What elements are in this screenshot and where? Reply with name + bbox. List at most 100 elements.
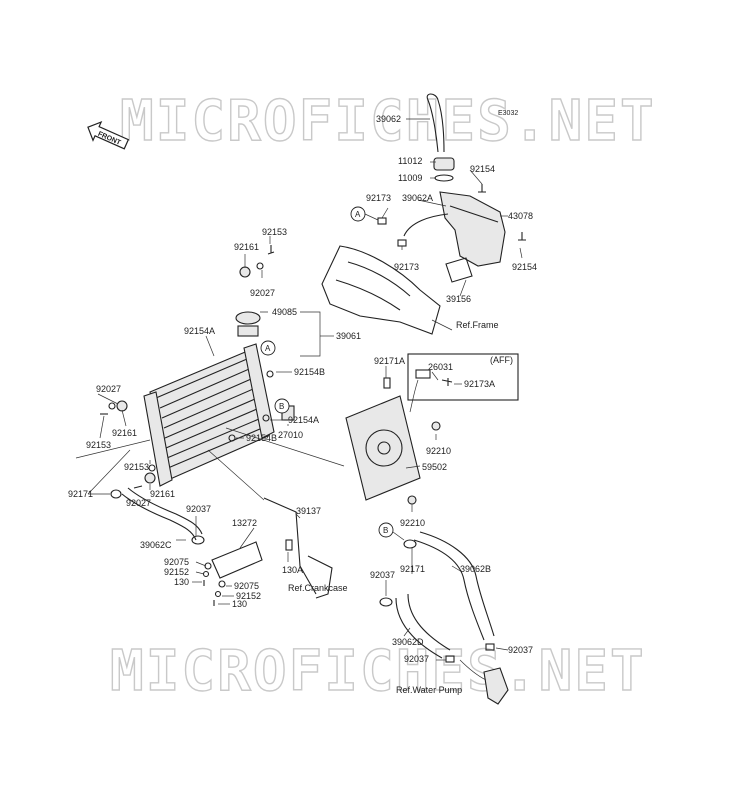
bolt-92154A-mid bbox=[262, 414, 270, 422]
clamp-92171-left bbox=[110, 489, 122, 499]
aff-box bbox=[407, 353, 519, 401]
clamp-92037-mid bbox=[379, 597, 393, 607]
crankcase-reference-part bbox=[307, 555, 333, 599]
label-92171-mid: 92171 bbox=[400, 564, 425, 574]
clamp-92171-mid bbox=[403, 539, 417, 549]
ref-frame-label: Ref.Frame bbox=[456, 320, 499, 330]
svg-text:A: A bbox=[265, 344, 271, 353]
label-92210-b: 92210 bbox=[400, 518, 425, 528]
bolt-92153-top bbox=[267, 245, 275, 255]
clamp-92171A bbox=[383, 377, 391, 389]
nut-92210-b bbox=[407, 495, 417, 505]
grommet-92161-low bbox=[144, 472, 156, 484]
diagram-code: E3032 bbox=[498, 110, 518, 117]
collar-92027-low bbox=[148, 464, 156, 472]
label-92075-b: 92075 bbox=[234, 581, 259, 591]
hose-39062D-part bbox=[395, 597, 443, 659]
label-92154A-mid: 92154A bbox=[288, 415, 319, 425]
svg-text:B: B bbox=[279, 402, 284, 411]
bolt-92154B-b bbox=[228, 434, 236, 442]
cap-gasket-part bbox=[434, 174, 454, 182]
aff-label: (AFF) bbox=[490, 355, 513, 365]
hose-39062C-part bbox=[121, 493, 197, 541]
plate-13272-part bbox=[211, 541, 263, 579]
label-130A: 130A bbox=[282, 565, 303, 575]
bolt-92154-top bbox=[478, 184, 486, 193]
frame-reference-part bbox=[321, 245, 441, 335]
label-92152-a: 92152 bbox=[164, 567, 189, 577]
label-92161-top: 92161 bbox=[234, 242, 259, 252]
label-92027-left: 92027 bbox=[96, 384, 121, 394]
marker-a-top: A bbox=[350, 206, 379, 222]
hose-39062B-part bbox=[413, 539, 485, 641]
fan-part bbox=[365, 429, 403, 467]
label-92075-a: 92075 bbox=[164, 557, 189, 567]
aff-clamp-92173A bbox=[441, 378, 453, 386]
collar-92027-left bbox=[108, 402, 116, 410]
label-39137: 39137 bbox=[296, 506, 321, 516]
marker-b-hose: B bbox=[378, 522, 405, 541]
label-92153-low: 92153 bbox=[124, 462, 149, 472]
label-92161-low: 92161 bbox=[150, 489, 175, 499]
reservoir-bracket-part bbox=[445, 257, 473, 283]
label-92027-top: 92027 bbox=[250, 288, 275, 298]
damper-92075-b bbox=[218, 580, 226, 588]
label-39156: 39156 bbox=[446, 294, 471, 304]
label-92037-low: 92037 bbox=[404, 654, 429, 664]
label-11009: 11009 bbox=[398, 173, 422, 183]
label-92154-top: 92154 bbox=[470, 164, 495, 174]
breather-hose-part bbox=[426, 93, 445, 153]
reservoir-hose-part bbox=[403, 213, 449, 237]
label-92037-right: 92037 bbox=[508, 645, 533, 655]
label-39062A: 39062A bbox=[402, 193, 433, 203]
svg-text:B: B bbox=[383, 526, 388, 535]
collar-92027-top bbox=[256, 262, 264, 270]
bolt-130A bbox=[285, 539, 293, 551]
label-13272: 13272 bbox=[232, 518, 257, 528]
marker-b-radiator: B bbox=[274, 398, 290, 414]
label-92153-top: 92153 bbox=[262, 227, 287, 237]
grommet-92161-left bbox=[116, 400, 128, 412]
label-130-b: 130 bbox=[232, 599, 247, 609]
label-92037-left: 92037 bbox=[186, 504, 211, 514]
label-92154A-top: 92154A bbox=[184, 326, 215, 336]
label-92173-mid: 92173 bbox=[394, 262, 419, 272]
marker-a-radiator: A bbox=[260, 340, 276, 356]
label-92173-top: 92173 bbox=[366, 193, 391, 203]
fan-connector-part bbox=[415, 369, 431, 379]
radiator-cap-part bbox=[235, 311, 261, 325]
label-92154-right: 92154 bbox=[512, 262, 537, 272]
label-92171-left: 92171 bbox=[68, 489, 93, 499]
collar-92152-a bbox=[202, 570, 210, 578]
label-43078: 43078 bbox=[508, 211, 533, 221]
bolt-92154-right bbox=[518, 232, 526, 241]
label-39062B: 39062B bbox=[460, 564, 491, 574]
label-92027-low: 92027 bbox=[126, 498, 151, 508]
collar-92152-b bbox=[214, 590, 222, 598]
label-39061: 39061 bbox=[336, 331, 361, 341]
nut-92210-a bbox=[431, 421, 441, 431]
filler-neck-part bbox=[237, 325, 259, 337]
label-59502: 59502 bbox=[422, 462, 447, 472]
bolt-92154B-a bbox=[266, 370, 274, 378]
svg-text:A: A bbox=[355, 210, 361, 219]
water-pump-reference-part bbox=[483, 667, 509, 705]
label-39062: 39062 bbox=[376, 114, 401, 124]
label-27010: 27010 bbox=[278, 430, 303, 440]
label-92154B-a: 92154B bbox=[294, 367, 325, 377]
clamp-92037-right bbox=[485, 643, 495, 651]
bracket-39137-part bbox=[263, 497, 317, 595]
leader-lines bbox=[75, 118, 523, 681]
label-92161-left: 92161 bbox=[112, 428, 137, 438]
label-92153-left: 92153 bbox=[86, 440, 111, 450]
radiator-part bbox=[143, 343, 275, 487]
grommet-92161-top bbox=[239, 266, 251, 278]
reservoir-cap-part bbox=[433, 157, 455, 171]
label-39062C: 39062C bbox=[140, 540, 172, 550]
ref-crankcase-label: Ref.Crankcase bbox=[288, 583, 348, 593]
reservoir-tank-part bbox=[439, 191, 506, 267]
clamp-92037-left bbox=[191, 535, 205, 545]
damper-92075-a bbox=[204, 562, 212, 570]
fan-shroud-part bbox=[345, 395, 421, 501]
